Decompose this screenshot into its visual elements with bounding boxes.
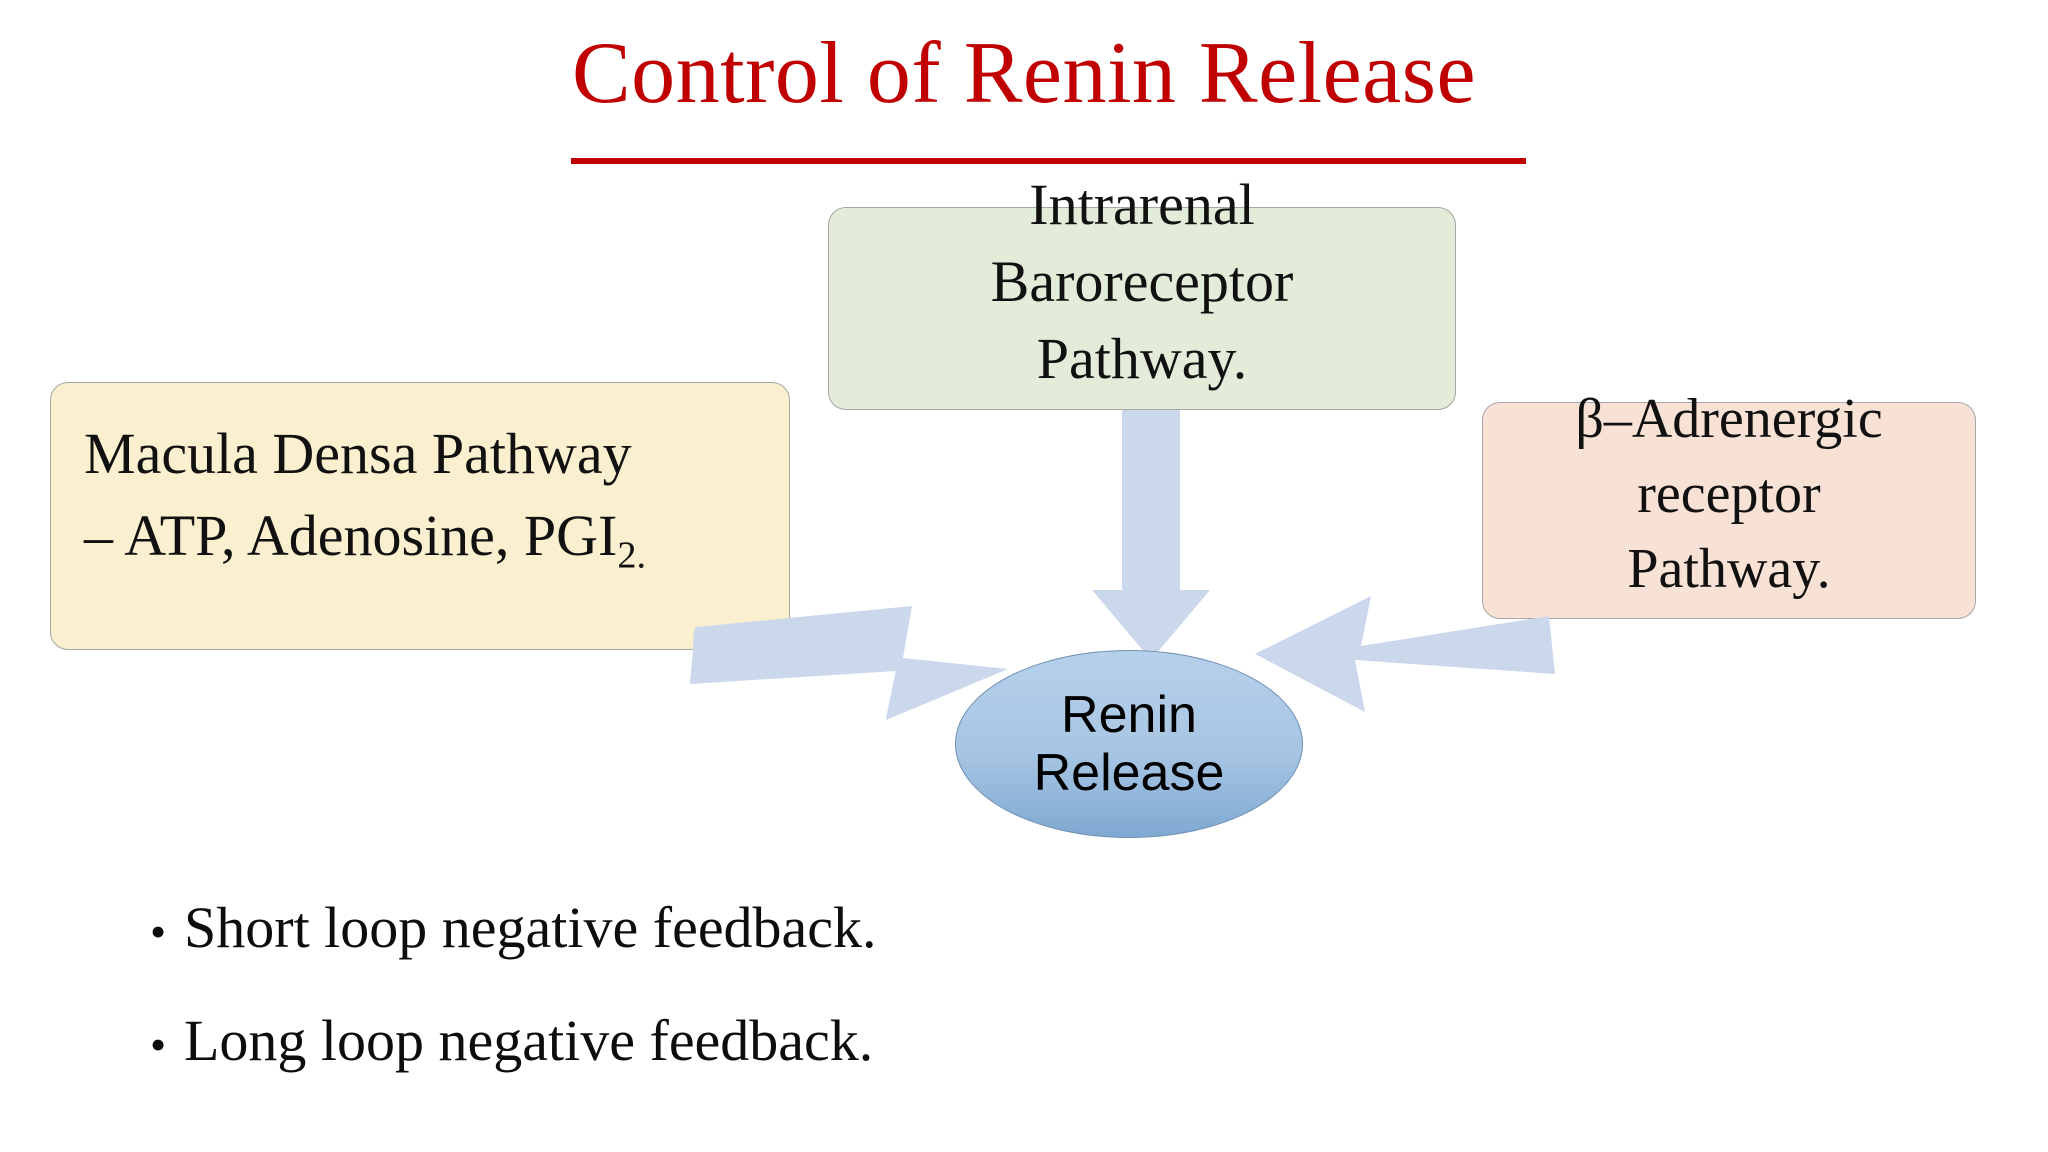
node-renin-release[interactable]: Renin Release: [955, 650, 1303, 838]
arrow-adrenergic-to-renin: [1255, 596, 1555, 712]
page-title: Control of Renin Release: [571, 25, 1477, 122]
arrow-macula-to-renin: [690, 606, 1008, 720]
bullet-list: • Short loop negative feedback. • Long l…: [150, 890, 1250, 1117]
list-item: • Long loop negative feedback.: [150, 1003, 1250, 1078]
bullet-marker-icon: •: [150, 906, 167, 957]
list-item-label: Long loop negative feedback.: [184, 1008, 874, 1074]
box-macula-densa-pathway[interactable]: [50, 382, 790, 650]
title-underline: [571, 158, 1526, 164]
box-intrarenal-baroreceptor-pathway[interactable]: [828, 207, 1456, 410]
title-block: Control of Renin Release: [0, 28, 2048, 120]
arrow-baroreceptor-to-renin: [1092, 410, 1210, 660]
list-item: • Short loop negative feedback.: [150, 890, 1250, 965]
macula-line-1: Macula Densa Pathway: [84, 421, 632, 486]
macula-line-2-subscript: 2.: [617, 534, 647, 577]
bullet-marker-icon: •: [150, 1019, 167, 1071]
box-intrarenal-baroreceptor-pathway-label: Intrarenal Baroreceptor Pathway.: [990, 172, 1294, 392]
box-beta-adrenergic-receptor-pathway[interactable]: [1482, 402, 1976, 619]
macula-line-2: – ATP, Adenosine, PGI: [84, 503, 618, 569]
list-item-label: Short loop negative feedback.: [184, 895, 877, 960]
box-beta-adrenergic-receptor-pathway-label: β–Adrenergic receptor Pathway.: [1575, 388, 1883, 601]
box-macula-densa-pathway-label: Macula Densa Pathway – ATP, Adenosine, P…: [50, 413, 790, 583]
node-renin-release-label: Renin Release: [1033, 685, 1225, 802]
